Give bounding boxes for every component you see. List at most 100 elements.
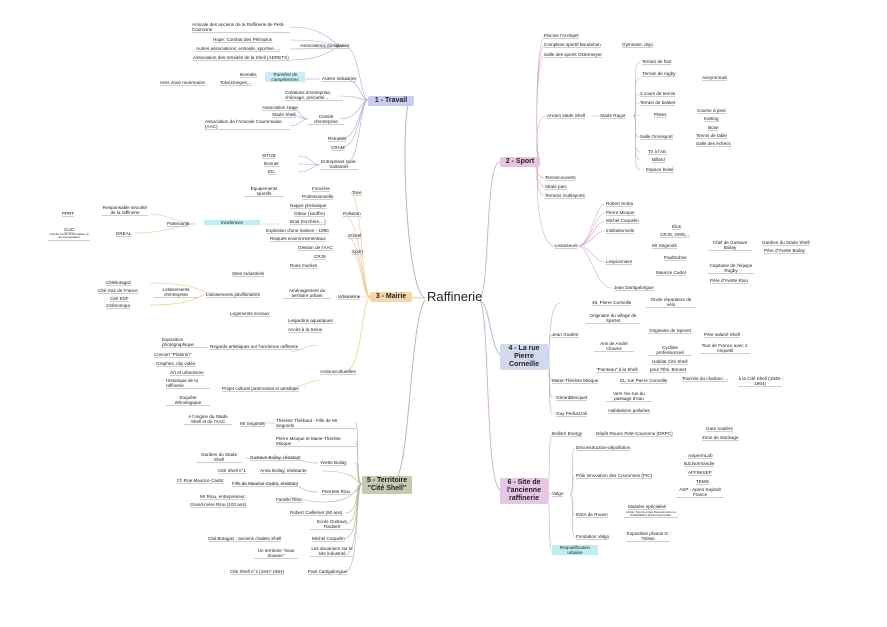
node-comite[interactable]: Comité d'entreprise	[308, 114, 344, 126]
node-rues[interactable]: Rues murées	[290, 263, 318, 270]
node-pierrette[interactable]: Pierrette Riou	[322, 489, 351, 496]
node-equipements[interactable]: Equipements sportifs	[244, 186, 284, 198]
node-insa[interactable]: INSA de Rouen	[576, 512, 608, 519]
node-stade-ragot[interactable]: Stade Ragot	[600, 113, 626, 120]
node-n48[interactable]: 48, Pierre Corneille	[592, 300, 632, 307]
node-anna[interactable]: Anna Boilay, résistante	[260, 468, 307, 475]
node-axiperm[interactable]: AxipermLab	[688, 453, 713, 460]
node-marie[interactable]: Marie-Thérèse Mioque	[552, 378, 599, 385]
node-elus[interactable]: Élus	[672, 224, 681, 231]
node-total[interactable]: Total,Donges,...	[220, 80, 252, 87]
node-urbanisme[interactable]: Urbanisme	[338, 294, 361, 301]
node-clic[interactable]: CLIC	[64, 227, 75, 234]
node-asp[interactable]: ASP - Apres Saybolt France	[676, 487, 724, 499]
node-assoc-ex[interactable]: Associations ex-salariés	[300, 43, 350, 50]
node-pere-salarie[interactable]: Père salarié Shell	[704, 332, 741, 339]
node-gare[interactable]: Gare routière	[706, 426, 734, 433]
node-institutionnels[interactable]: Institutionnels	[606, 228, 635, 235]
node-boxe[interactable]: Boxe	[708, 125, 719, 132]
node-cite1[interactable]: Cité Shell n°1	[218, 468, 246, 475]
node-douaniers[interactable]: Les douaniers sur le site industriel	[310, 546, 354, 558]
node-requal[interactable]: Requalification urbaine	[552, 545, 598, 556]
node-mastere[interactable]: Mastère spécialisé	[628, 504, 667, 511]
node-pour[interactable]: pour l'Éts. Bonnet	[650, 367, 687, 374]
node-nappe[interactable]: Nappe phréatique	[290, 203, 327, 210]
node-assoc-retraites[interactable]: Association des retraités de la Shell (A…	[193, 55, 291, 62]
node-responsable[interactable]: Responsable sécurité de la raffinerie	[102, 205, 148, 217]
node-cite-shell[interactable]: à la Cité Shell (1945-1964)	[738, 376, 782, 388]
node-crjs[interactable]: CRJS	[314, 254, 326, 261]
node-partenariat[interactable]: Partenariat	[167, 221, 190, 228]
node-butagaz[interactable]: Cité Butagaz : anciens chalets Shell	[208, 536, 282, 543]
node-fonciere[interactable]: Foncière	[312, 186, 330, 193]
node-tir[interactable]: Tir à l'arc	[648, 149, 667, 156]
node-assoc-aac[interactable]: Association de l'Amicale Couronnaise (AA…	[205, 119, 290, 131]
node-sport-m[interactable]: Sport	[352, 249, 363, 256]
node-michel-t[interactable]: Michel Coquelin	[312, 536, 345, 543]
main-node-site[interactable]: 6 - Site de l'ancienne raffinerie	[500, 478, 548, 504]
node-hors-zone[interactable]: Hors zone rouennaise	[160, 80, 205, 87]
node-famille[interactable]: Famille Riou	[276, 497, 302, 504]
node-amicale[interactable]: Amicale des anciens de la Raffinerie de …	[192, 22, 290, 34]
node-tournee[interactable]: Tournée du charbon ...	[682, 376, 728, 383]
node-tennis3[interactable]: 3 cours de tennis	[640, 91, 675, 98]
node-autres-industries[interactable]: Autres Industries	[322, 76, 357, 83]
node-etc[interactable]: Etc.	[268, 169, 276, 176]
node-professionnelle[interactable]: Professionnelle	[302, 194, 334, 201]
node-clic-sub[interactable]: Comité Local d'Information et de Concert…	[48, 232, 90, 241]
main-node-rue[interactable]: 4 - La rue Pierre Corneille	[500, 344, 548, 370]
node-originaire[interactable]: Originaire du village de Spezet	[586, 313, 640, 325]
node-depot[interactable]: Dépôt Rouen Petit-Couronne (DRPC)	[596, 431, 673, 438]
node-affinisep[interactable]: AFFINISEP	[688, 470, 712, 477]
node-pierre-s[interactable]: Pierre Mioque	[606, 210, 635, 217]
node-multisports[interactable]: Terrains multisports	[545, 193, 585, 200]
node-citeedf[interactable]: Cité EDF	[110, 296, 129, 303]
node-mr-segonds[interactable]: Mr Segonds	[240, 421, 265, 428]
main-node-sport[interactable]: 2 - Sport	[500, 157, 540, 167]
node-riou[interactable]: Mr Riou, entrepreneur	[200, 494, 245, 501]
node-gestion-aac[interactable]: Gestion de l'AAC	[298, 245, 333, 252]
node-grandmere[interactable]: Grand-mère Riou (103 ans)	[190, 502, 247, 509]
node-therese[interactable]: Thérèse Thiébaut - Fille de Mr Segonds	[276, 418, 356, 430]
node-ecole[interactable]: Ecole Gustave Flaubert	[310, 519, 354, 531]
node-tennis-couverts[interactable]: Tenniscouverts	[545, 175, 576, 182]
node-tems[interactable]: TEMS	[696, 479, 709, 486]
node-exposition[interactable]: Exposition photographique	[162, 337, 208, 349]
node-salle[interactable]: Salle des sports Ostermeyer	[544, 52, 602, 59]
node-citebutagaz[interactable]: CitéButagaz	[106, 280, 132, 287]
node-sites[interactable]: Sites industriels	[232, 271, 265, 278]
node-segonds-s[interactable]: Mr Segonds	[652, 243, 677, 250]
node-ami[interactable]: Ami de André Cloarec	[594, 341, 634, 353]
node-concert[interactable]: Concert "Plastron"	[154, 352, 192, 359]
node-explosion[interactable]: Explosion d'une maison - 1990	[266, 228, 329, 235]
node-pere-riou[interactable]: Père d'Yvette Riou	[710, 278, 748, 285]
node-territoire-douane[interactable]: Un territoire "sous douane"	[254, 548, 298, 560]
node-surete[interactable]: Sûreté	[348, 233, 362, 240]
node-cf[interactable]: Cf. Rue Maurice Cadot	[176, 478, 224, 485]
node-historique[interactable]: Historique de la raffinerie	[166, 378, 210, 390]
node-stade-shell[interactable]: Stade Shell	[272, 112, 296, 119]
node-transfert[interactable]: Transfert de compétences	[265, 72, 305, 83]
node-fille-cadot[interactable]: Fille de Maurice Cadot, résistant	[232, 481, 298, 488]
node-echecs[interactable]: Salle des échecs	[696, 141, 731, 148]
node-incidences[interactable]: Incidences	[204, 220, 260, 226]
node-cram[interactable]: CRAM	[331, 145, 345, 152]
node-regards[interactable]: Regards artistiques sur l'ancienne raffi…	[210, 344, 302, 351]
node-deconstruction[interactable]: Déconstruction-dépollution	[576, 445, 631, 452]
node-citesonopa[interactable]: CitéSonopa	[106, 303, 131, 310]
node-dreal[interactable]: DREAL	[116, 231, 132, 238]
node-pollution[interactable]: Pollution	[343, 211, 361, 218]
node-pauldubos[interactable]: PaulDubos	[664, 255, 687, 262]
node-espace[interactable]: Espace boisé	[646, 167, 674, 174]
node-expo[interactable]: Exposition photos D. Tolstoi	[626, 531, 670, 543]
node-aveyronnais[interactable]: Aveyronnais	[702, 75, 728, 82]
node-graphes[interactable]: Graphes, clip vidéo	[156, 361, 196, 368]
node-vers[interactable]: Vers l'ex-rue du passage d'eau	[606, 391, 652, 403]
node-pole[interactable]: Pôle Innovation des Couronnes (PIC)	[576, 473, 653, 480]
node-pistes[interactable]: Pistes	[654, 112, 667, 119]
node-robert-s[interactable]: Robert Sroka	[606, 201, 634, 208]
node-omnisport[interactable]: Salle Omnisport	[640, 134, 673, 141]
node-zone[interactable]: Zone de stockage	[702, 435, 739, 442]
node-piscine[interactable]: Piscine l'Archipel	[544, 33, 579, 40]
node-fondation[interactable]: Fondation Valgo	[576, 534, 610, 541]
